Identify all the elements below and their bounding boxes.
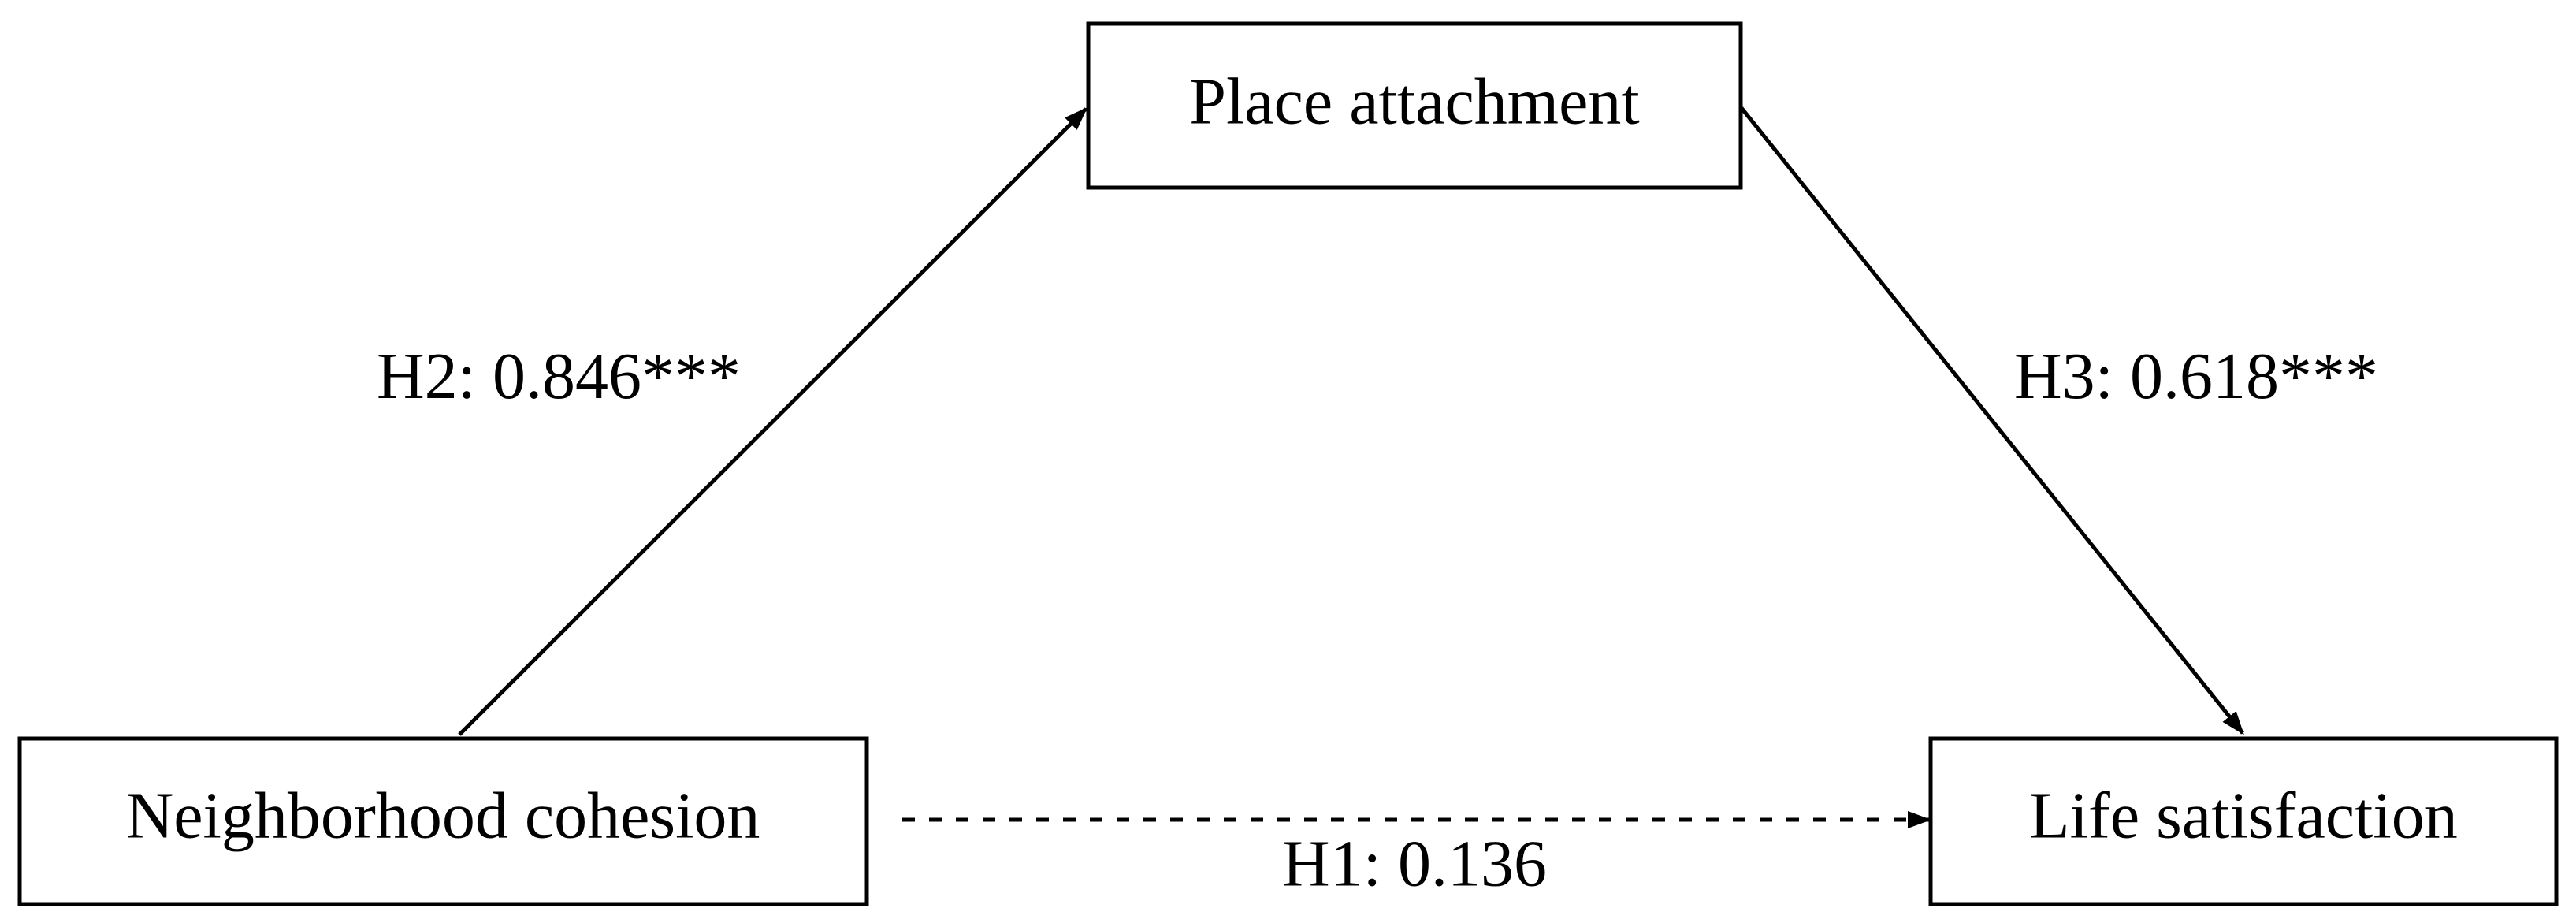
path-label-h1: H1: 0.136 bbox=[1282, 827, 1547, 900]
path-h2-arrow bbox=[458, 106, 1088, 736]
node-label-mediator: Place attachment bbox=[1189, 65, 1639, 138]
node-life-satisfaction: Life satisfaction bbox=[1928, 736, 2559, 906]
node-label-independent: Neighborhood cohesion bbox=[126, 779, 760, 852]
node-place-attachment: Place attachment bbox=[1086, 21, 1743, 190]
path-label-h2: H2: 0.846*** bbox=[377, 340, 741, 413]
node-label-dependent: Life satisfaction bbox=[2029, 779, 2457, 852]
node-box-mediator bbox=[1086, 21, 1743, 190]
path-label-h3: H3: 0.618*** bbox=[2014, 340, 2378, 413]
node-box-dependent bbox=[1928, 736, 2559, 906]
node-box-independent bbox=[17, 736, 869, 906]
path-h3-arrow bbox=[1740, 106, 2244, 735]
node-neighborhood-cohesion: Neighborhood cohesion bbox=[17, 736, 869, 906]
